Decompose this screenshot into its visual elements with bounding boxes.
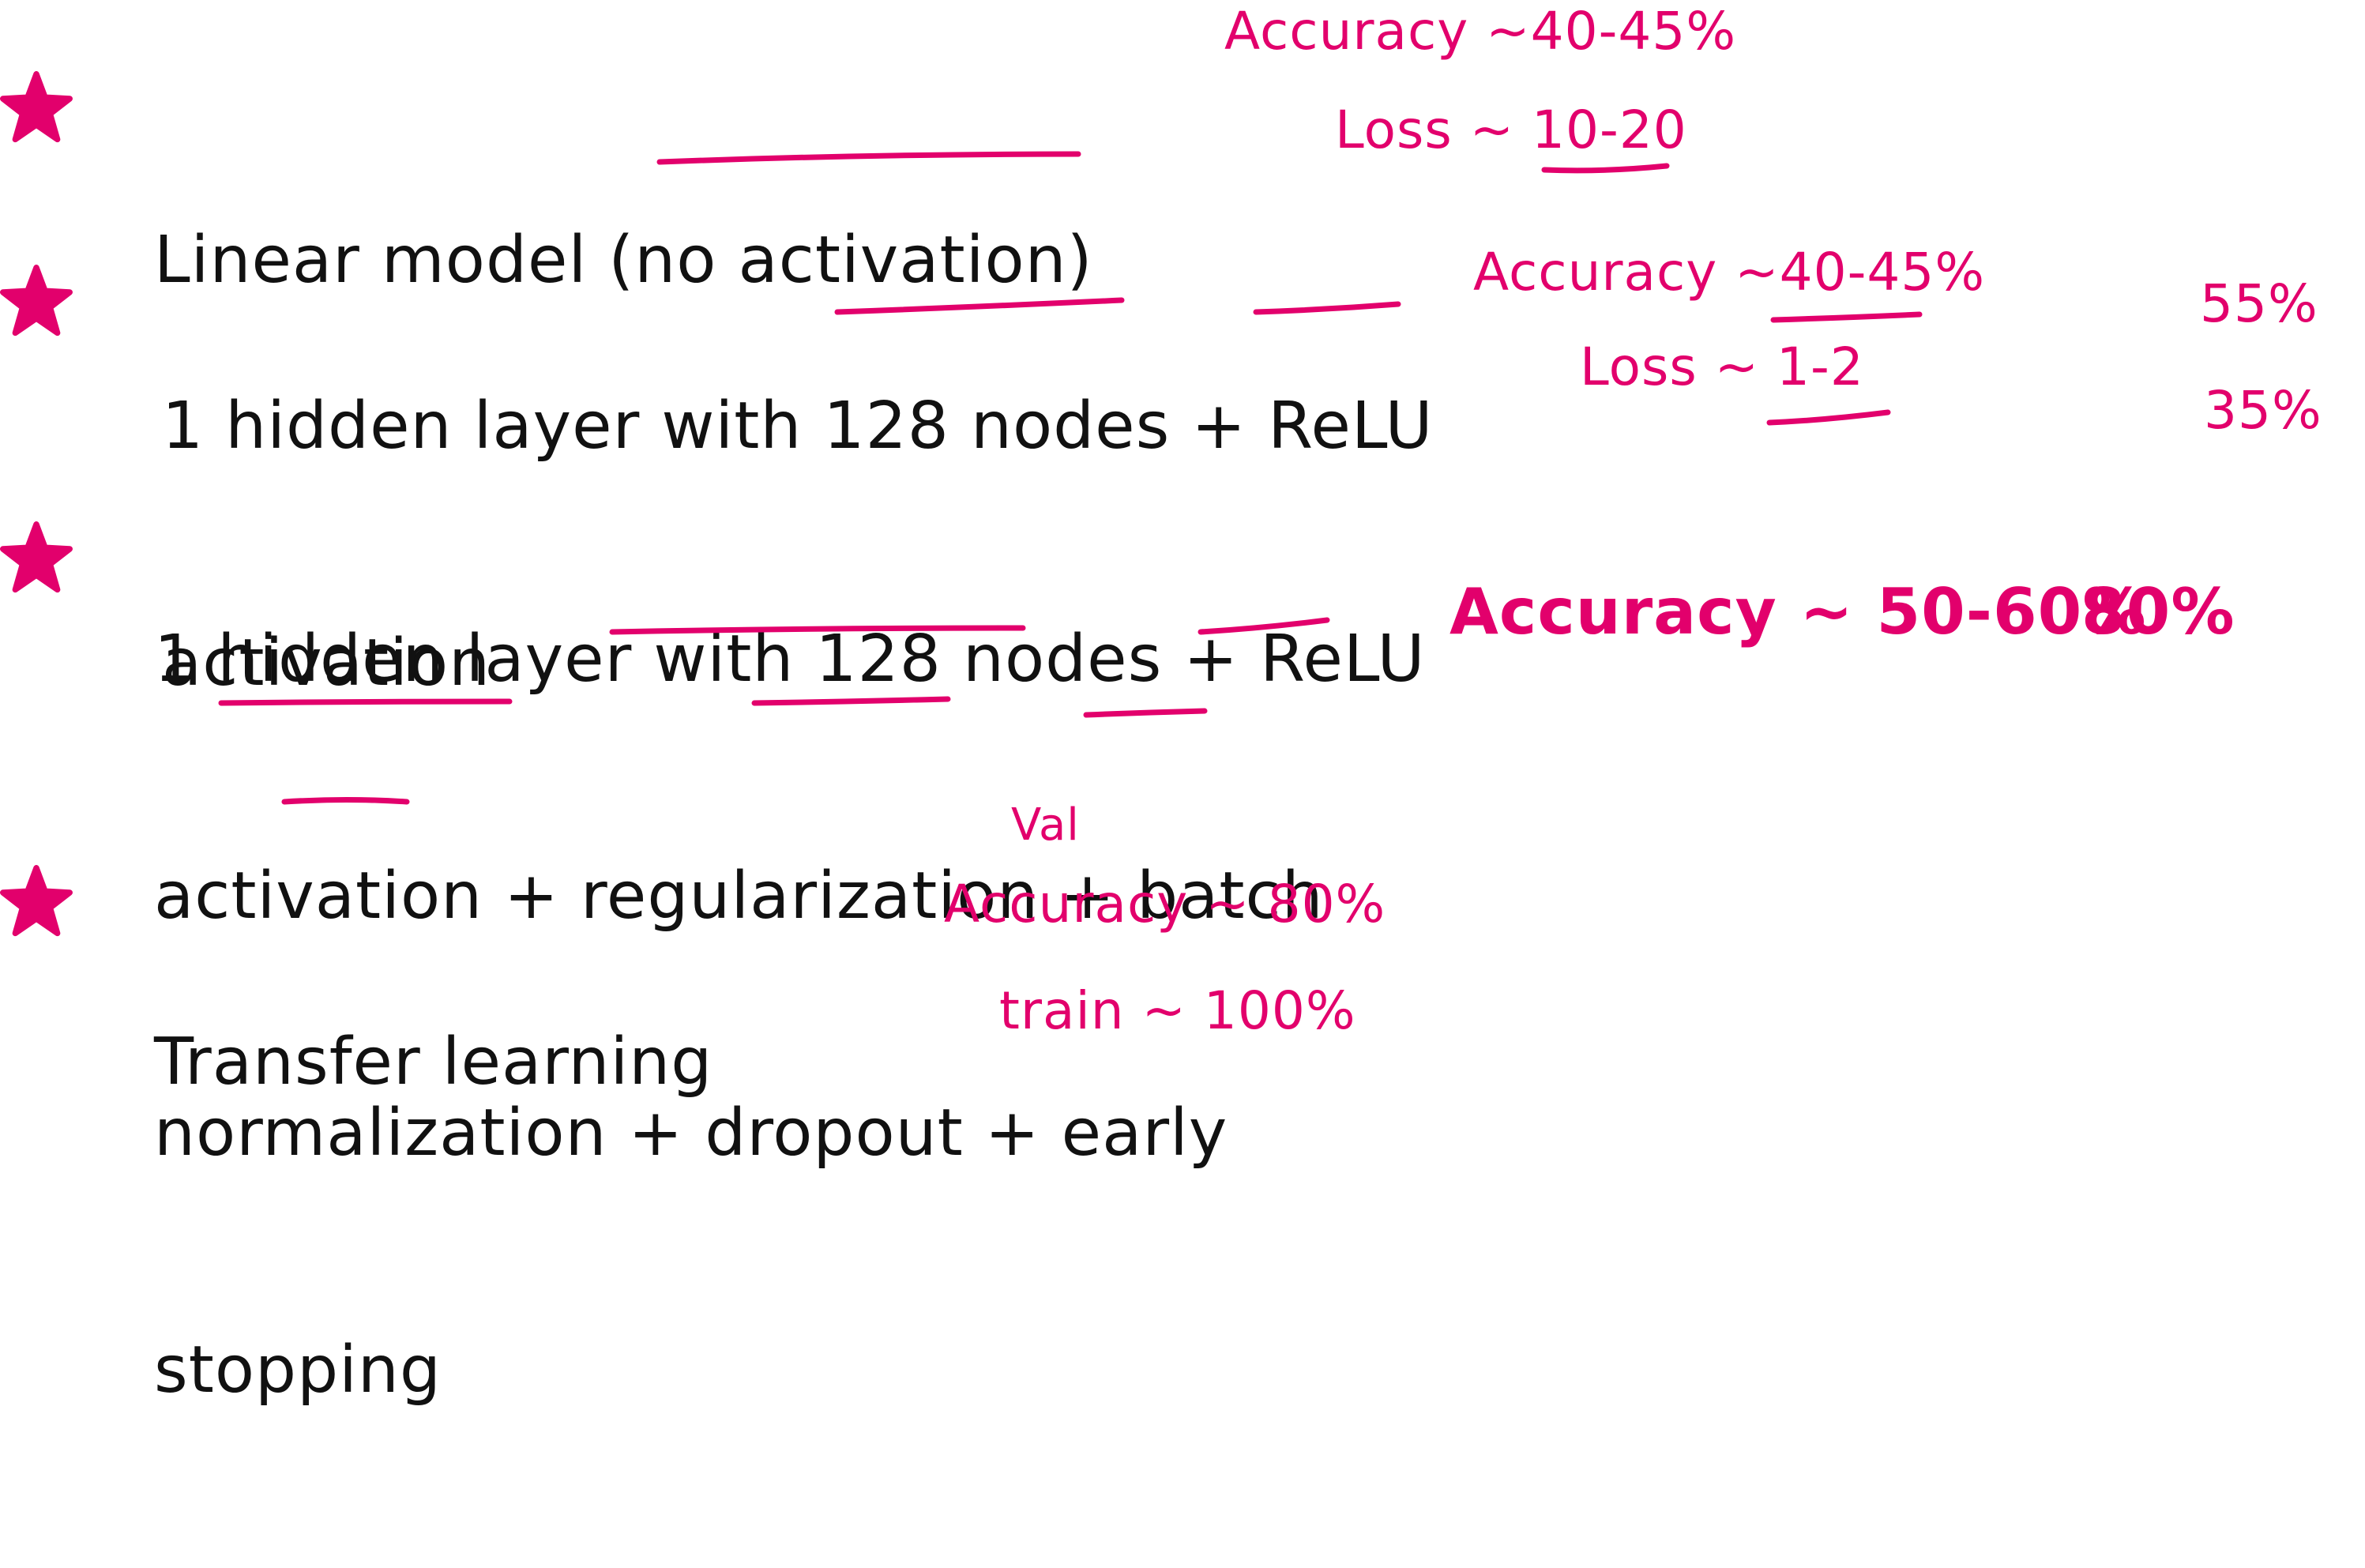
item-2-loss-note: Loss ~ 1-2 — [1580, 337, 1864, 397]
item-1-text: Linear model (no activation) — [154, 63, 1093, 458]
star-icon — [0, 865, 73, 938]
star-icon — [0, 265, 73, 337]
underline-loss-range-1 — [1541, 163, 1670, 174]
item-4-accuracy-note: Accuracy ~ 80% — [944, 874, 1386, 934]
item-1-loss-note: Loss ~ 10-20 — [1335, 100, 1687, 160]
underline-loss-range-2 — [1766, 409, 1891, 426]
item-2-line-2: activation — [162, 626, 491, 701]
star-icon — [0, 71, 73, 144]
item-3-accuracy-note: Accuracy ~ 50-60% — [1449, 575, 2147, 649]
underline-accuracy-range-2 — [1770, 311, 1923, 323]
item-1-accuracy-note: Accuracy ~40-45% — [1224, 1, 1737, 62]
item-4-val-label: Val — [1011, 799, 1080, 851]
item-2-side-top-note: 55% — [2200, 273, 2318, 334]
item-4-text: Transfer learning — [154, 865, 713, 1260]
whiteboard-canvas: Linear model (no activation) Accuracy ~4… — [0, 1, 2322, 1408]
item-4-train-note: train ~ 100% — [999, 980, 1356, 1041]
item-3-line-2: activation + regularization + batch — [154, 859, 1324, 934]
item-3-side-note: 80% — [2081, 575, 2235, 649]
item-1-line-1: Linear model (no activation) — [154, 223, 1093, 298]
item-2-side-bottom-note: 35% — [2204, 380, 2322, 441]
item-3-line-1: 1 hidden layer with 128 nodes + ReLU — [154, 622, 1426, 697]
item-3-line-4: stopping — [154, 1333, 442, 1408]
item-2-line-1: 1 hidden layer with 128 nodes + ReLU — [162, 389, 1434, 464]
item-2-accuracy-note: Accuracy ~40-45% — [1473, 242, 1986, 303]
star-icon — [0, 521, 73, 594]
item-2-text: 1 hidden layer with 128 nodes + ReLU act… — [162, 229, 1434, 861]
item-4-line-1: Transfer learning — [154, 1025, 713, 1100]
